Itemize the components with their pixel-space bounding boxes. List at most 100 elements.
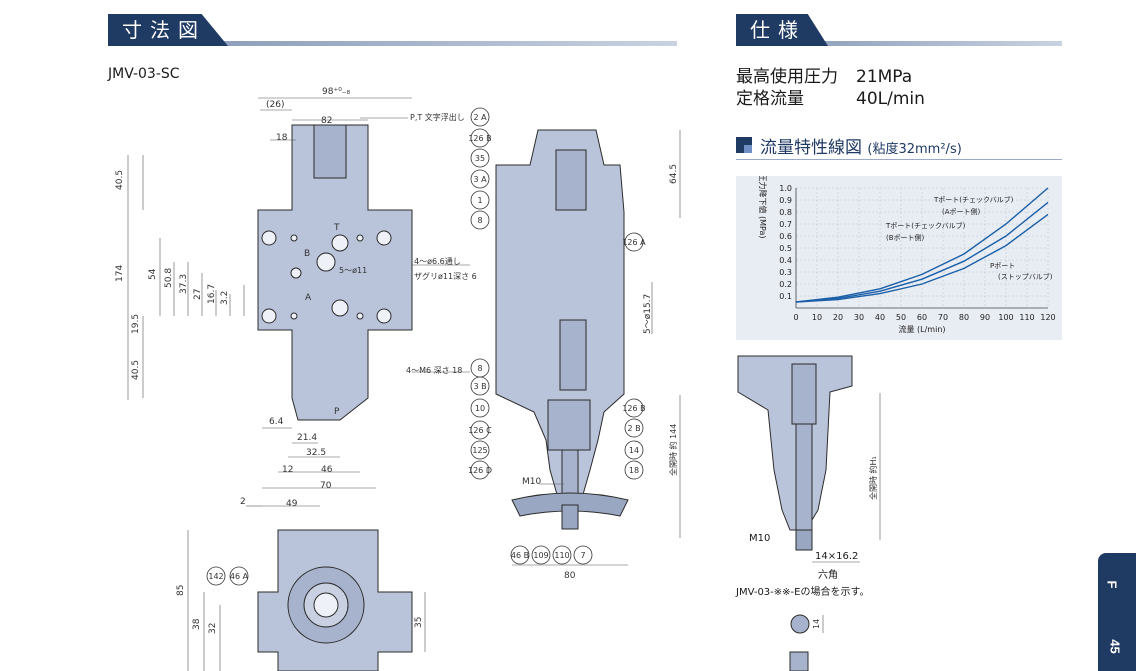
bottom-dimension-lines: [187, 530, 426, 671]
x-tick-label: 70: [938, 313, 948, 322]
dim-text: (26): [266, 100, 284, 110]
part-balloon: [470, 190, 490, 210]
part-balloon-label: 10: [475, 404, 485, 413]
dim-text: 70: [320, 481, 332, 491]
dim-text: 全開時 約H₁: [868, 456, 878, 500]
part-balloon-label: 3 A: [473, 175, 487, 184]
label-text: ザグリø11深さ 6: [414, 271, 477, 281]
model-number: JMV-03-SC: [108, 66, 180, 82]
part-balloon-label: 126 D: [468, 466, 492, 475]
part-balloon-label: 126 C: [468, 426, 492, 435]
label-text: 4～ø6.6通し: [414, 256, 461, 266]
detail-dimension-lines: [812, 393, 881, 633]
part-balloon: [206, 566, 226, 586]
flow-title-text: 流量特性線図: [760, 138, 862, 158]
front-view: [257, 124, 413, 421]
y-tick-label: 0.8: [779, 208, 792, 217]
part-balloon-label: 46 A: [230, 572, 249, 581]
flow-chart-title: 流量特性線図 (粘度32mm²/s): [760, 133, 962, 158]
part-balloon-label: 8: [477, 216, 482, 225]
spec-label: 最高使用圧力: [736, 67, 838, 87]
part-balloon-label: 18: [629, 466, 639, 475]
dim-text: 14: [812, 619, 821, 629]
part-balloon-label: 109: [533, 551, 548, 560]
detail-thread-label: M10: [749, 533, 771, 544]
part-balloon: [470, 398, 490, 418]
detail-note: JMV-03-※※-Eの場合を示す。: [736, 587, 870, 598]
dim-text: 18: [276, 133, 288, 143]
detail-view: [737, 355, 853, 671]
x-tick-label: 20: [833, 313, 843, 322]
part-balloon: [470, 376, 490, 396]
chart-annotation: (Aポート側): [942, 207, 981, 216]
y-tick-label: 0.6: [779, 232, 792, 241]
x-tick-label: 80: [959, 313, 969, 322]
chapter-side-tab: F 45: [1098, 553, 1136, 671]
dim-text: 19.5: [131, 314, 141, 334]
detail-hex-label: 六角: [818, 570, 838, 581]
front-dimension-lines: [127, 97, 470, 507]
x-tick-label: 100: [998, 313, 1013, 322]
part-balloon: [624, 398, 644, 418]
chart-annotation: Tポート(チェックバルブ): [885, 221, 966, 230]
part-balloon: [624, 232, 644, 252]
dim-text: 35: [414, 617, 424, 628]
part-balloon-label: 2 B: [627, 424, 640, 433]
part-balloon: [470, 440, 490, 460]
dim-text: 50.8: [164, 268, 174, 288]
dim-text: 32.5: [306, 448, 326, 458]
dim-text: 82: [321, 116, 332, 126]
chart-annotation: Pポート: [990, 262, 1015, 270]
section-header-dimensions: 寸法図: [108, 14, 677, 46]
y-tick-label: 0.7: [779, 220, 792, 229]
x-tick-label: 10: [812, 313, 822, 322]
dim-text: 46: [321, 465, 333, 475]
page-number: 45: [1107, 639, 1123, 654]
y-tick-label: 0.4: [779, 256, 792, 265]
y-tick-label: 1.0: [779, 184, 792, 193]
part-balloon: [470, 420, 490, 440]
part-balloon: [470, 210, 490, 230]
x-tick-label: 90: [980, 313, 990, 322]
spec-row: 最高使用圧力 21MPa: [736, 66, 925, 88]
spec-value: 40L/min: [856, 89, 925, 109]
spec-label: 定格流量: [736, 89, 804, 109]
part-balloon: [470, 128, 490, 148]
part-balloon-label: 46 B: [511, 551, 529, 560]
dim-text: 37.3: [179, 274, 189, 294]
spec-table: 最高使用圧力 21MPa 定格流量 40L/min: [736, 66, 925, 110]
dim-text: 85: [176, 585, 186, 596]
series-line-1: [795, 201, 1049, 303]
detail-hex-size: 14×16.2: [815, 551, 859, 562]
label-text: 5～ø11: [339, 266, 367, 275]
dim-text: 49: [286, 499, 298, 509]
dim-text: 16.7: [207, 284, 217, 304]
part-balloon: [624, 460, 644, 480]
label-text: 4～M6 深さ 18: [406, 366, 462, 375]
part-balloon: [531, 545, 551, 565]
dim-text: 21.4: [297, 433, 317, 443]
dim-text: 80: [564, 571, 576, 581]
detail-dimension-text: 全開時 約H₁ 14: [812, 456, 878, 629]
bottom-view: [257, 529, 413, 671]
chapter-letter: F: [1104, 580, 1120, 589]
spec-value: 21MPa: [856, 67, 913, 87]
dim-text: 64.5: [669, 164, 679, 184]
part-balloon-label: 35: [475, 154, 485, 163]
section-header-specs: 仕様: [736, 14, 1062, 46]
dim-text: 6.4: [269, 417, 284, 427]
x-tick-label: 60: [917, 313, 927, 322]
part-balloon-label: 126 B: [468, 134, 491, 143]
part-balloon-label: 125: [472, 446, 487, 455]
part-balloon: [470, 169, 490, 189]
part-balloon-label: 110: [554, 551, 569, 560]
flow-title-note: (粘度32mm²/s): [867, 142, 962, 157]
port-label: A: [305, 293, 312, 303]
part-balloon-label: 7: [580, 551, 585, 560]
x-tick-label: 50: [896, 313, 906, 322]
y-tick-label: 0.2: [779, 280, 792, 289]
